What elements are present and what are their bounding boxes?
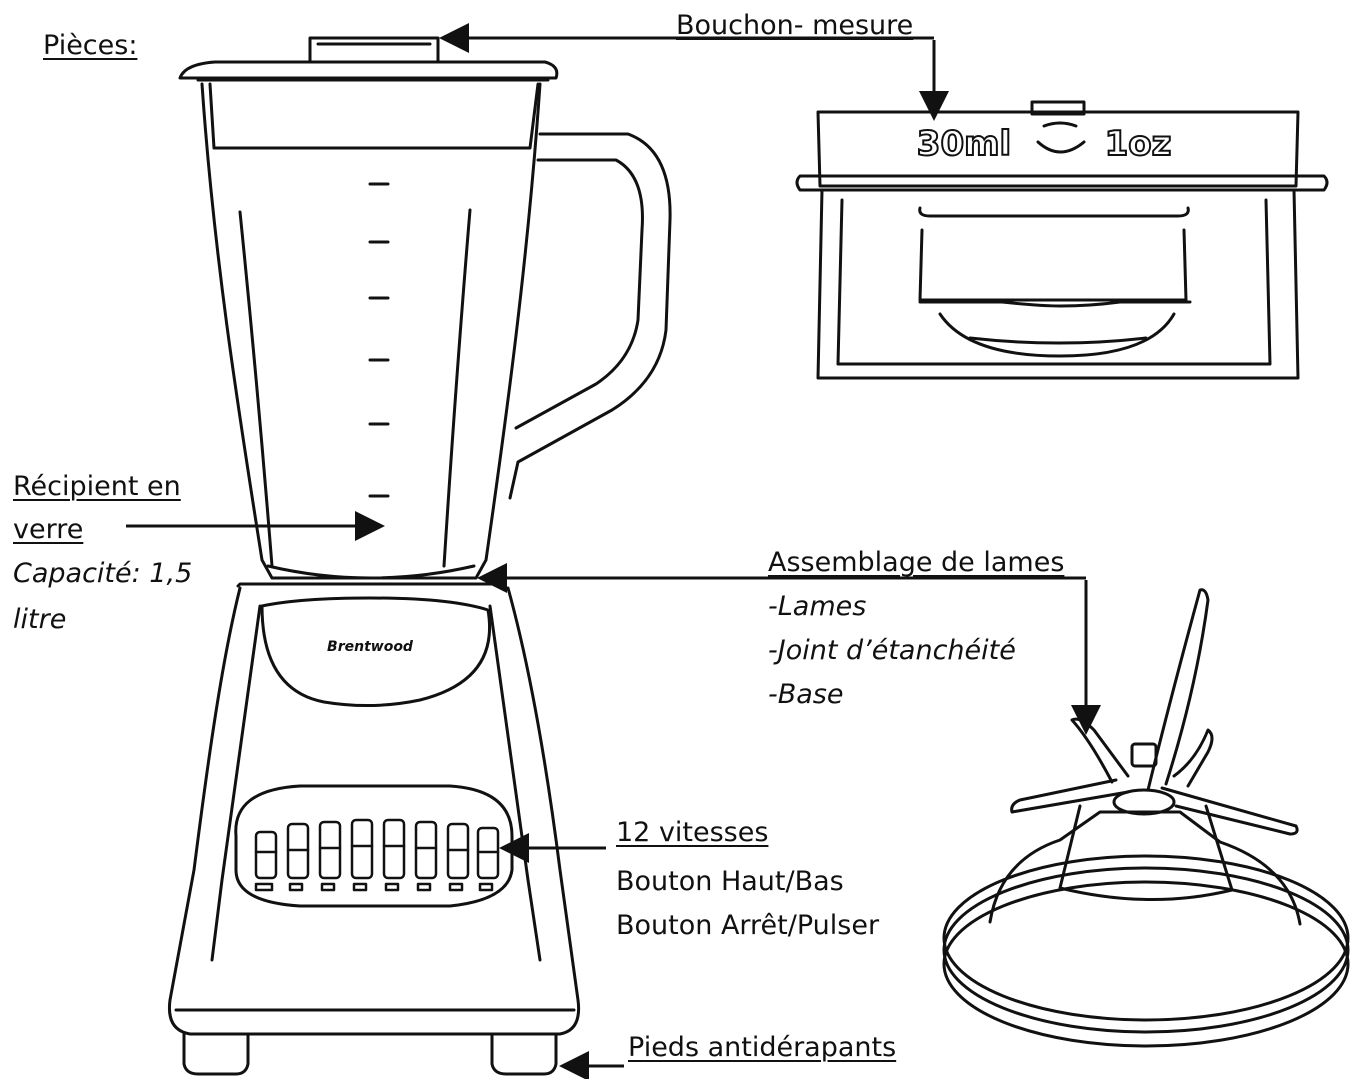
motor-base-illustration xyxy=(167,582,581,1076)
cap-marking-oz: 1oz xyxy=(1105,124,1172,164)
blades-callout-title: Assemblage de lames xyxy=(768,547,1065,578)
jar-capacity-line1: Capacité: 1,5 xyxy=(13,558,193,589)
cap-marking-ml: 30ml xyxy=(917,124,1011,164)
blade-assembly-illustration xyxy=(942,588,1350,1048)
jar-callout-title-line2: verre xyxy=(13,514,84,545)
blades-item-lames: -Lames xyxy=(768,591,867,622)
glass-jar-illustration xyxy=(178,36,672,580)
cap-callout-title: Bouchon- mesure xyxy=(676,10,914,41)
brand-logo: Brentwood xyxy=(327,639,414,655)
jar-callout-title-line1: Récipient en xyxy=(13,471,181,502)
callout-arrows xyxy=(126,23,1101,1079)
parts-heading: Pièces: xyxy=(43,30,138,61)
speeds-line-off-pulse: Bouton Arrêt/Pulser xyxy=(616,910,880,941)
speeds-callout-title: 12 vitesses xyxy=(616,817,769,848)
blades-item-base: -Base xyxy=(768,679,844,710)
speeds-line-up-down: Bouton Haut/Bas xyxy=(616,866,844,897)
jar-capacity-line2: litre xyxy=(13,604,67,635)
feet-callout-title: Pieds antidérapants xyxy=(628,1032,897,1063)
measuring-cap-illustration xyxy=(795,100,1329,380)
blades-item-joint: -Joint d’étanchéité xyxy=(768,635,1016,666)
